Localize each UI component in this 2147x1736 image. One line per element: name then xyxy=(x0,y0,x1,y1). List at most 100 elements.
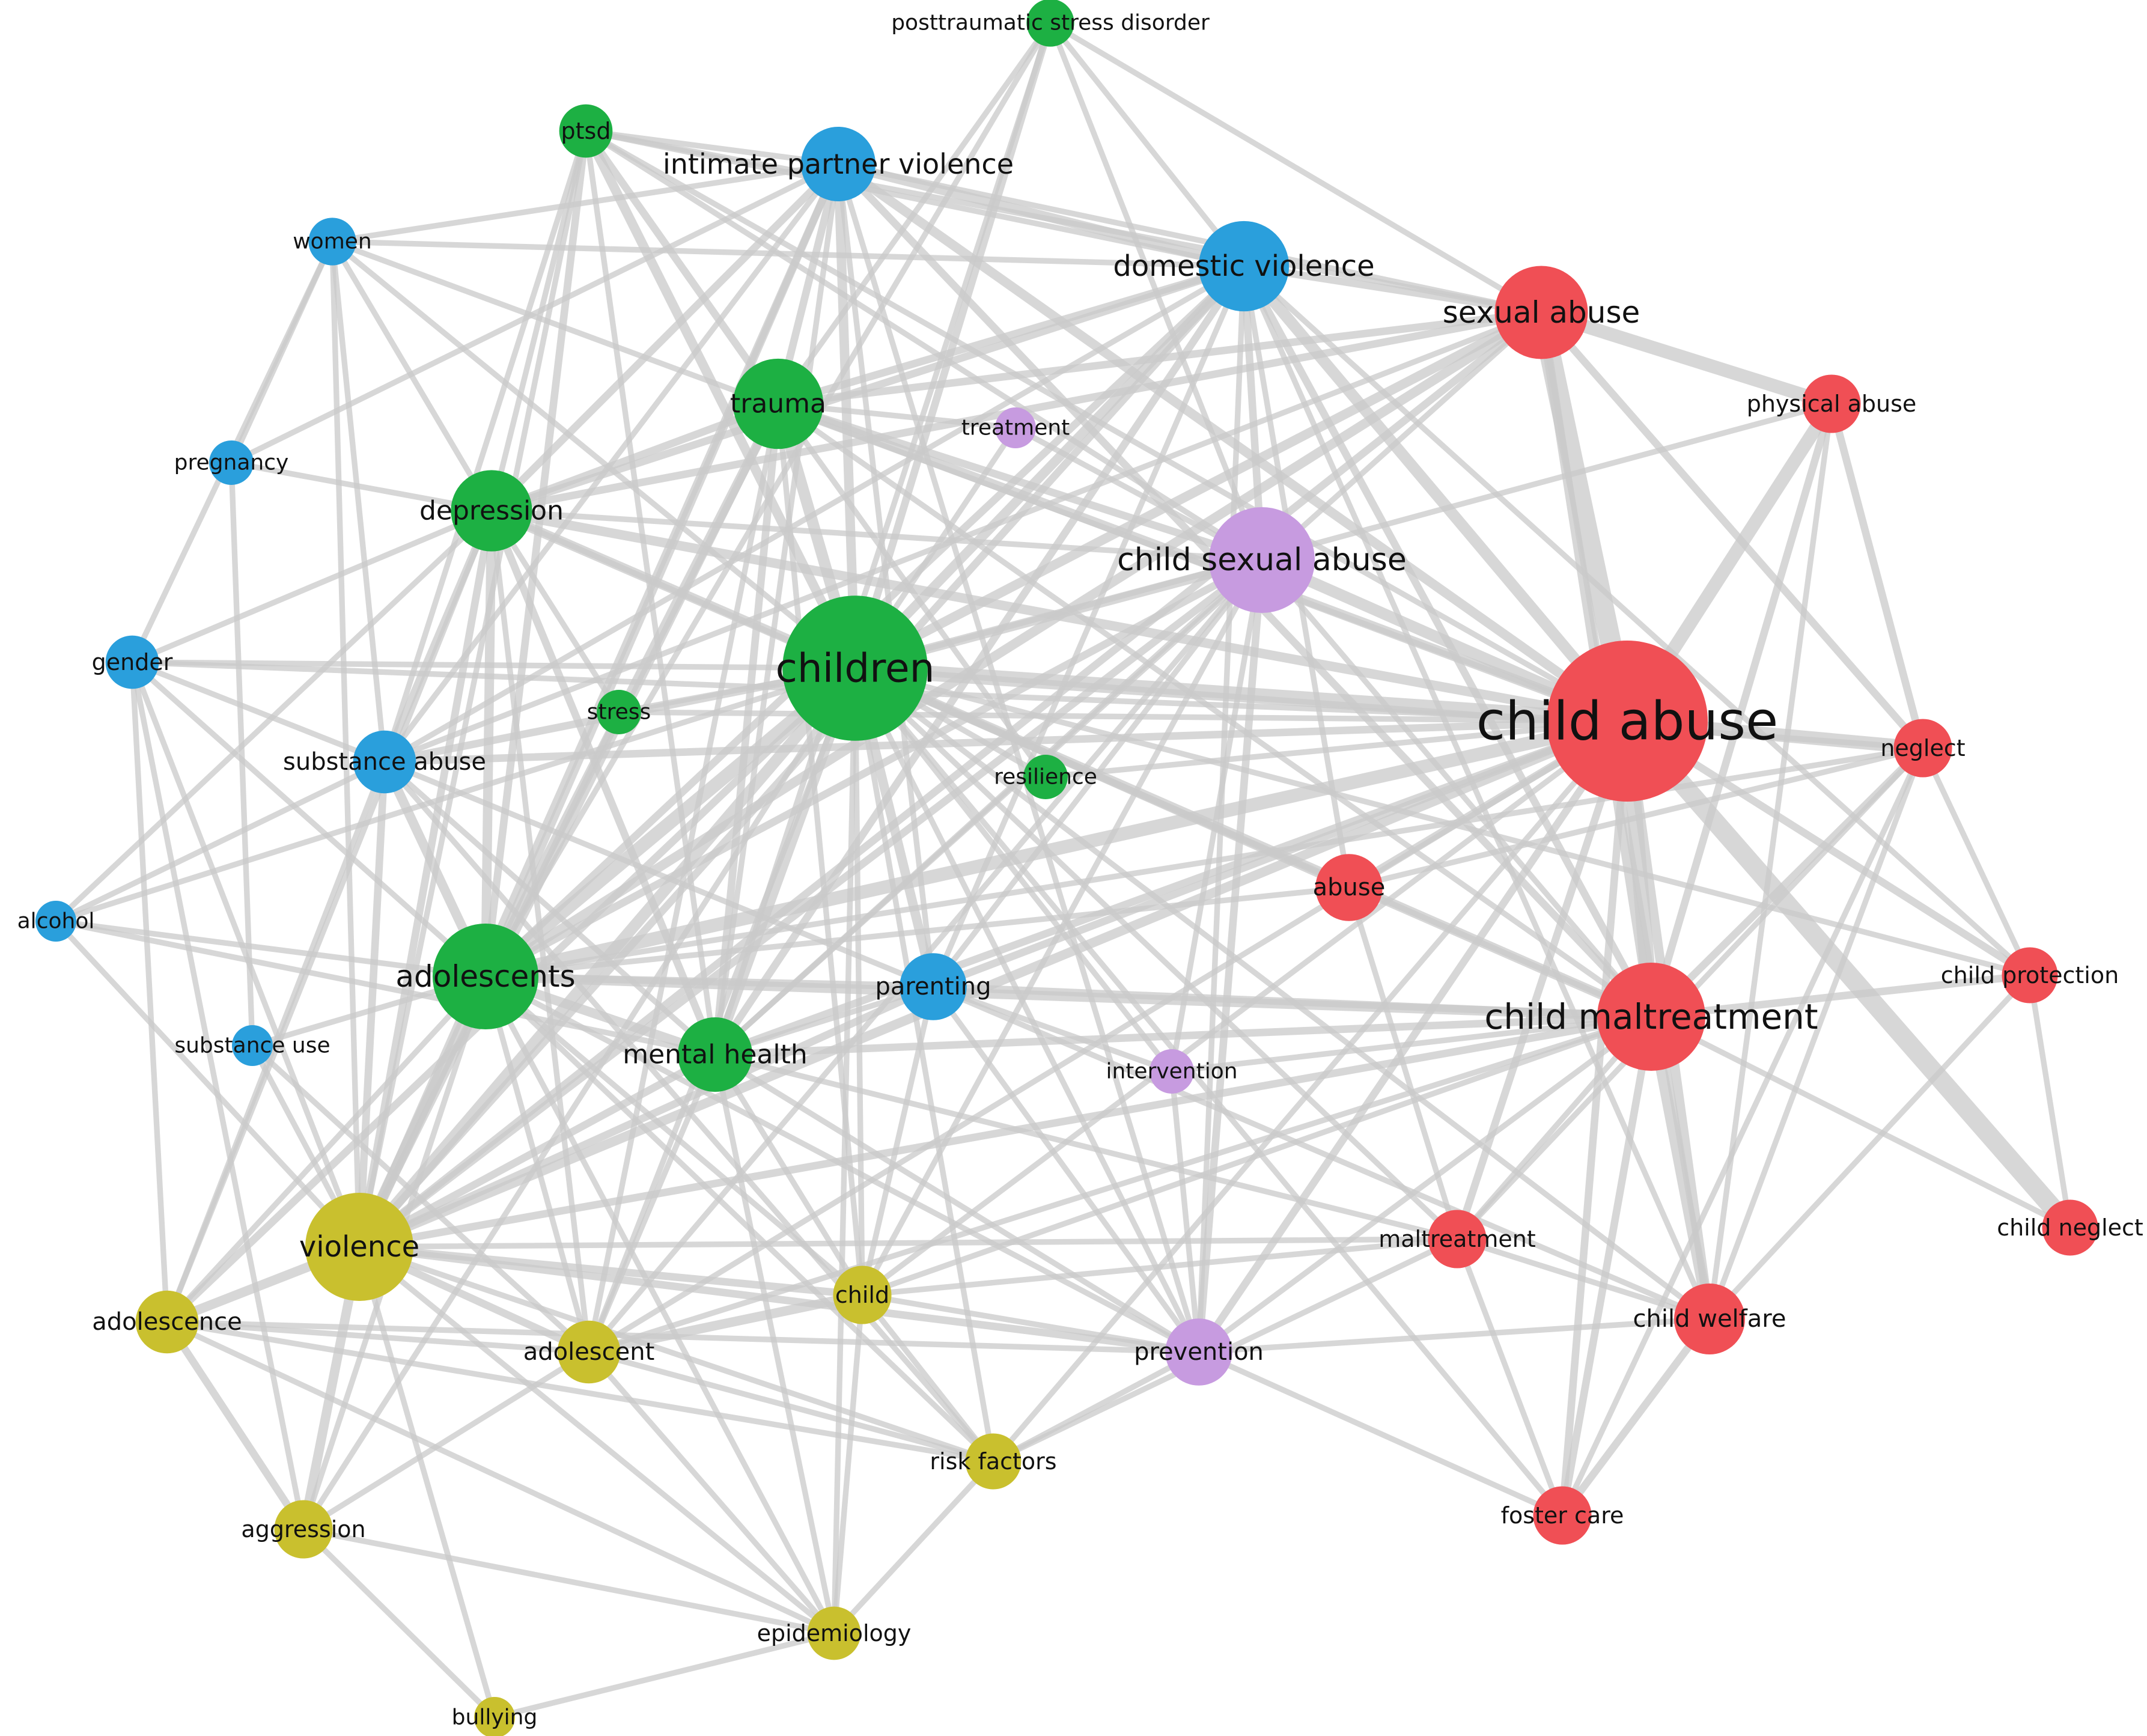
edge-adolescent--risk-factors xyxy=(586,1349,996,1464)
node-parenting[interactable] xyxy=(900,953,967,1020)
node-label-domestic-violence: domestic violence xyxy=(1113,249,1374,283)
edge-child-maltreatment--child xyxy=(859,1014,1654,1298)
edge-women--pregnancy xyxy=(228,239,335,466)
node-child-neglect[interactable] xyxy=(2042,1199,2098,1256)
node-label-maltreatment: maltreatment xyxy=(1378,1226,1536,1252)
edge-trauma--adolescent xyxy=(586,401,781,1355)
node-intimate-partner-violence[interactable] xyxy=(800,126,876,202)
edge-child-abuse--child-neglect xyxy=(1618,711,2080,1237)
edge-intimate-partner-violence--pregnancy xyxy=(228,161,841,466)
node-bullying[interactable] xyxy=(474,1697,515,1736)
edge-adolescent--epidemiology xyxy=(586,1349,837,1636)
edge-sexual-abuse--children xyxy=(850,308,1546,673)
edge-mental-health--child-sexual-abuse xyxy=(712,557,1265,1058)
node-alcohol[interactable] xyxy=(35,901,76,942)
edge-domestic-violence--parenting xyxy=(930,263,1247,990)
node-violence[interactable] xyxy=(305,1192,414,1302)
node-pregnancy[interactable] xyxy=(209,440,254,485)
node-maltreatment[interactable] xyxy=(1428,1210,1487,1268)
node-aggression[interactable] xyxy=(274,1500,333,1559)
edge-domestic-violence--child-protection xyxy=(1241,263,2033,978)
edge-sexual-abuse--neglect xyxy=(1537,308,1927,752)
edge-child--maltreatment xyxy=(859,1236,1460,1298)
edge-sexual-abuse--adolescents xyxy=(481,308,1546,981)
node-label-aggression: aggression xyxy=(241,1516,365,1543)
edge-sexual-abuse--physical-abuse xyxy=(1534,305,1839,411)
edge-ptsd--intimate-partner-violence xyxy=(583,128,841,167)
node-adolescent[interactable] xyxy=(557,1320,621,1384)
node-abuse[interactable] xyxy=(1315,854,1383,921)
edge-depression--gender xyxy=(129,508,495,665)
node-prevention[interactable] xyxy=(1165,1318,1232,1386)
node-depression[interactable] xyxy=(451,470,532,552)
edge-adolescents--epidemiology xyxy=(483,973,837,1636)
edge-alcohol--mental-health xyxy=(53,918,718,1058)
node-intervention[interactable] xyxy=(1150,1049,1194,1094)
node-epidemiology[interactable] xyxy=(807,1606,861,1660)
edge-child-protection--child-neglect xyxy=(2027,972,2073,1231)
node-label-women: women xyxy=(293,230,372,254)
edge-alcohol--violence xyxy=(53,918,362,1250)
edge-child--epidemiology xyxy=(831,1292,865,1636)
edge-domestic-violence--substance-abuse xyxy=(382,263,1247,765)
edge-adolescents--child-sexual-abuse xyxy=(481,556,1266,981)
node-mental-health[interactable] xyxy=(677,1017,753,1092)
node-label-resilience: resilience xyxy=(994,765,1097,790)
edge-ptsd--substance-abuse xyxy=(382,128,589,765)
node-child-maltreatment[interactable] xyxy=(1597,962,1706,1071)
edge-child-abuse--maltreatment xyxy=(1453,717,1631,1243)
node-adolescence[interactable] xyxy=(135,1290,199,1354)
node-label-child-welfare: child welfare xyxy=(1633,1305,1786,1333)
edge-adolescents--risk-factors xyxy=(483,973,996,1464)
node-women[interactable] xyxy=(308,218,356,266)
edge-mental-health--child xyxy=(712,1052,865,1298)
node-label-ptsd: ptsd xyxy=(561,118,611,144)
node-treatment[interactable] xyxy=(995,407,1036,448)
edge-gender--violence xyxy=(129,659,362,1250)
edge-trauma--child-sexual-abuse xyxy=(774,400,1266,564)
node-gender[interactable] xyxy=(105,635,159,689)
node-foster-care[interactable] xyxy=(1533,1486,1592,1545)
edge-violence--bullying xyxy=(356,1244,498,1720)
node-trauma[interactable] xyxy=(732,358,824,449)
node-substance-abuse[interactable] xyxy=(353,730,416,794)
edge-child-sexual-abuse--intervention xyxy=(1169,557,1265,1074)
edge-child-welfare--maltreatment xyxy=(1454,1236,1713,1322)
edge-substance-use--pregnancy xyxy=(228,460,255,1049)
node-stress[interactable] xyxy=(597,690,641,734)
edge-maltreatment--mental-health xyxy=(712,1052,1460,1242)
node-label-intervention: intervention xyxy=(1106,1059,1237,1084)
node-label-prevention: prevention xyxy=(1134,1338,1264,1366)
edge-posttraumatic-stress-disorder--domestic-violence xyxy=(1047,20,1247,269)
node-label-adolescence: adolescence xyxy=(92,1308,242,1336)
node-physical-abuse[interactable] xyxy=(1802,374,1861,433)
node-child[interactable] xyxy=(833,1265,892,1324)
edge-posttraumatic-stress-disorder--child-sexual-abuse xyxy=(1047,20,1265,563)
edge-domestic-violence--prevention xyxy=(1196,263,1247,1355)
edge-adolescents--ptsd xyxy=(481,127,590,981)
node-label-intimate-partner-violence: intimate partner violence xyxy=(663,148,1014,180)
edge-trauma--resilience xyxy=(775,401,1049,780)
edge-child-protection--neglect xyxy=(1920,745,2033,978)
edge-substance-abuse--mental-health xyxy=(382,759,718,1058)
edge-parenting--violence xyxy=(355,982,937,1251)
node-resilience[interactable] xyxy=(1023,755,1068,799)
edge-children--intervention xyxy=(852,665,1175,1074)
node-child-welfare[interactable] xyxy=(1674,1284,1745,1354)
node-label-child-maltreatment: child maltreatment xyxy=(1484,996,1818,1037)
node-sexual-abuse[interactable] xyxy=(1494,266,1588,359)
node-children[interactable] xyxy=(782,595,928,741)
node-substance-use[interactable] xyxy=(232,1025,273,1066)
node-child-sexual-abuse[interactable] xyxy=(1208,507,1315,614)
node-posttraumatic-stress-disorder[interactable] xyxy=(1026,0,1074,47)
node-neglect[interactable] xyxy=(1893,719,1952,778)
node-label-child-neglect: child neglect xyxy=(1997,1214,2143,1241)
edge-intimate-partner-violence--women xyxy=(329,161,841,245)
node-child-abuse[interactable] xyxy=(1547,641,1708,802)
node-ptsd[interactable] xyxy=(559,104,613,158)
node-domestic-violence[interactable] xyxy=(1198,221,1290,312)
node-adolescents[interactable] xyxy=(432,923,539,1030)
node-risk-factors[interactable] xyxy=(965,1433,1022,1490)
node-child-protection[interactable] xyxy=(2002,947,2058,1004)
node-label-epidemiology: epidemiology xyxy=(757,1620,912,1646)
